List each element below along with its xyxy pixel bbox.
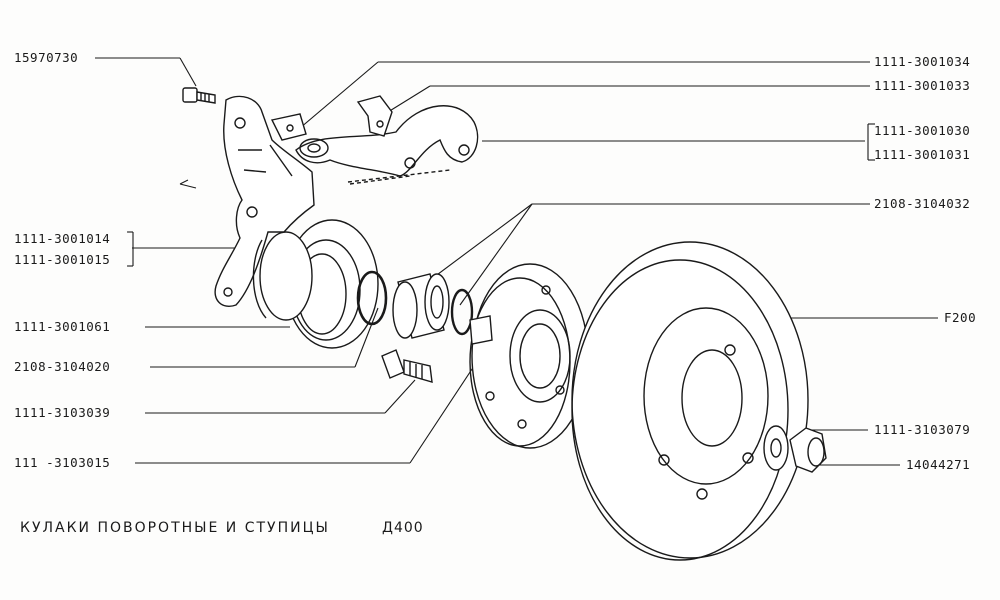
label-steering-arm-left: 1111-3001030 bbox=[874, 123, 971, 138]
diagram-title: КУЛАКИ ПОВОРОТНЫЕ И СТУПИЦЫ bbox=[20, 520, 330, 536]
label-washer: 1111-3103079 bbox=[874, 422, 971, 437]
label-bearing: 2108-3104020 bbox=[14, 359, 111, 374]
label-knuckle-left: 1111-3001014 bbox=[14, 231, 111, 246]
wheel-bolt-part bbox=[381, 349, 433, 383]
label-brake-disc: F200 bbox=[944, 310, 977, 325]
label-lever-bracket-b: 1111-3001033 bbox=[874, 78, 971, 93]
dust-shield-part bbox=[252, 219, 379, 349]
label-hub: 111 -3103015 bbox=[14, 455, 111, 470]
steering-knuckle-part bbox=[214, 95, 315, 307]
label-brackets bbox=[127, 123, 875, 267]
label-hub-shaft: 2108-3104032 bbox=[874, 196, 971, 211]
label-nut: 14044271 bbox=[906, 457, 971, 472]
hub-part bbox=[469, 263, 589, 449]
nut-part bbox=[789, 427, 827, 473]
page-code: Д400 bbox=[382, 520, 424, 536]
washer-part bbox=[763, 425, 789, 471]
spacer-ring-part bbox=[450, 288, 474, 336]
label-lever-bracket-a: 1111-3001034 bbox=[874, 54, 971, 69]
leader-lines bbox=[95, 57, 938, 466]
steering-arm-part bbox=[179, 105, 479, 189]
snap-ring-part bbox=[356, 270, 388, 326]
label-dust-shield: 1111-3001061 bbox=[14, 319, 111, 334]
label-bolt: 15970730 bbox=[14, 50, 79, 65]
label-steering-arm-right: 1111-3001031 bbox=[874, 147, 971, 162]
bolt-part bbox=[182, 87, 216, 104]
bracket-plate-part bbox=[270, 95, 393, 141]
label-wheel-bolt: 1111-3103039 bbox=[14, 405, 111, 420]
bearing-part bbox=[392, 273, 450, 339]
brake-disc-part bbox=[571, 241, 809, 561]
label-knuckle-right: 1111-3001015 bbox=[14, 252, 111, 267]
